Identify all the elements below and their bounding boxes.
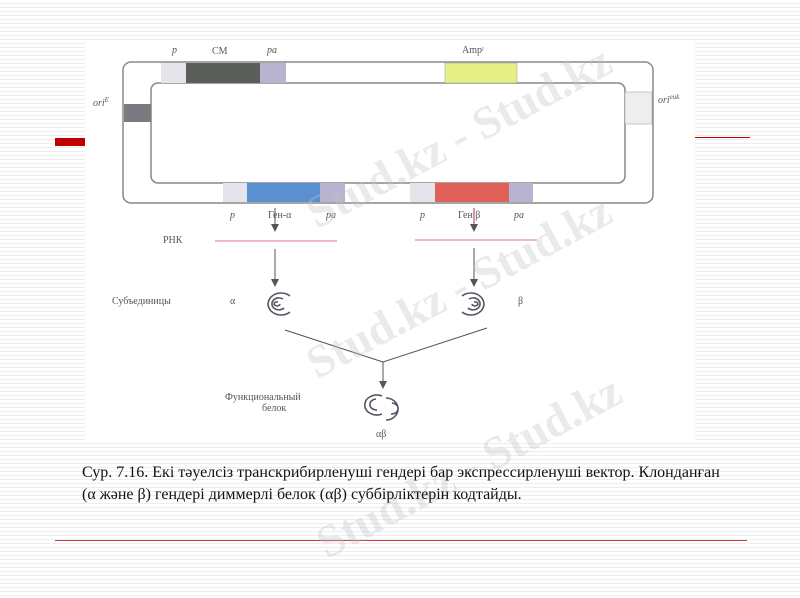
label-ori-euk: orieuk [658, 93, 680, 106]
label-p: p [171, 45, 177, 56]
label-beta: β [518, 296, 523, 307]
gene-beta [435, 183, 509, 202]
bottom-divider [55, 540, 747, 541]
label-subunits: Субъединицы [112, 296, 171, 307]
ori-euk [624, 91, 653, 125]
spiral-alpha-beta [364, 394, 399, 421]
label-p-beta: p [419, 210, 425, 221]
label-pa-alpha: pa [325, 210, 336, 221]
label-p-alpha: p [229, 210, 235, 221]
label-rna: РНК [163, 235, 183, 246]
gene-alpha [247, 183, 320, 202]
accent-line-right [695, 137, 750, 138]
ori-e [124, 104, 151, 122]
spiral-beta [461, 292, 485, 316]
label-amp: Ampʳ [462, 45, 485, 56]
pa-cm [260, 63, 286, 83]
promoter-cm [161, 63, 186, 83]
pa-beta [509, 183, 533, 202]
spiral-alpha [267, 292, 291, 316]
promoter-beta [410, 183, 435, 202]
label-alpha: α [230, 296, 236, 307]
label-functional: Функциональный [225, 392, 301, 403]
accent-bar-left [55, 138, 85, 146]
label-ori-e: oriE [93, 96, 110, 109]
label-gene-alpha: Ген-α [268, 210, 292, 221]
expression-vector-diagram: p CM pa Ampʳ oriE orieuk p Ген-α pa p Ге… [93, 45, 680, 440]
promoter-alpha [223, 183, 247, 202]
cm-gene [186, 63, 260, 83]
label-alpha-beta: αβ [376, 429, 386, 440]
label-pa: pa [266, 45, 277, 56]
pa-alpha [320, 183, 345, 202]
amp-gene [444, 62, 518, 84]
vector-figure: p CM pa Ampʳ oriE orieuk p Ген-α pa p Ге… [85, 42, 695, 442]
figure-caption: Сур. 7.16. Екі тәуелсіз транскрибирленуш… [82, 464, 720, 503]
label-gene-beta: Ген β [458, 210, 480, 221]
label-cm: CM [212, 46, 228, 57]
label-protein: белок [262, 403, 286, 414]
plasmid-inner [150, 82, 626, 184]
label-pa-beta: pa [513, 210, 524, 221]
